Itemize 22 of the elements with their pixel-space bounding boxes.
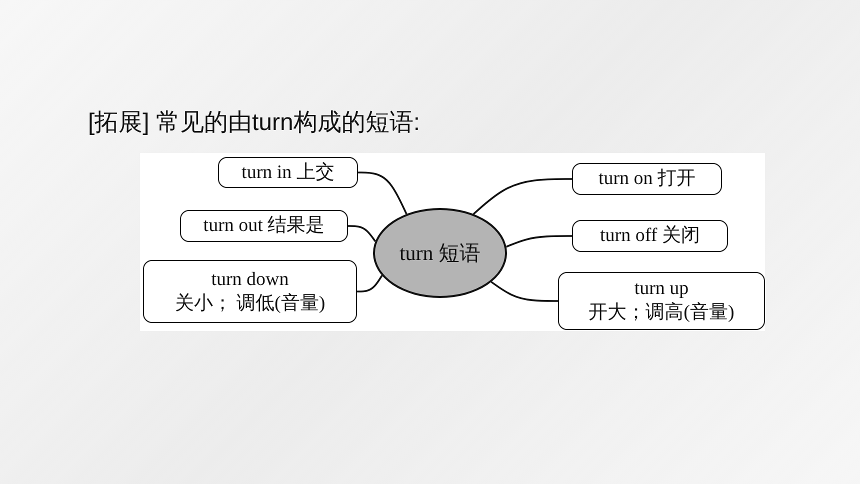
phrase-text: turn 短语 [399,240,481,266]
phrase-text: 开大；调高(音量) [588,301,734,325]
phrase-box [572,220,728,252]
phrase-text: 关小； 调低(音量) [174,292,326,316]
connector-line [348,225,376,242]
connector-line [490,281,558,302]
phrase-text: turn up [634,277,689,301]
phrase-text: turn down [211,268,289,292]
phrase-box [572,163,722,195]
phrase-text: turn off 关闭 [600,224,700,248]
connector-line [472,178,572,215]
phrase-text: turn in 上交 [242,160,334,184]
phrase-text: turn out 结果是 [203,214,325,238]
connector-line [357,275,383,292]
phrase-box [143,260,357,323]
connector-line [506,235,572,248]
phrase-box [180,210,348,242]
phrase-box [558,272,765,330]
connector-line [358,172,408,214]
phrase-text: turn on 打开 [598,167,696,191]
heading: [拓展] 常见的由turn构成的短语: [88,108,420,138]
phrase-box [218,157,358,188]
